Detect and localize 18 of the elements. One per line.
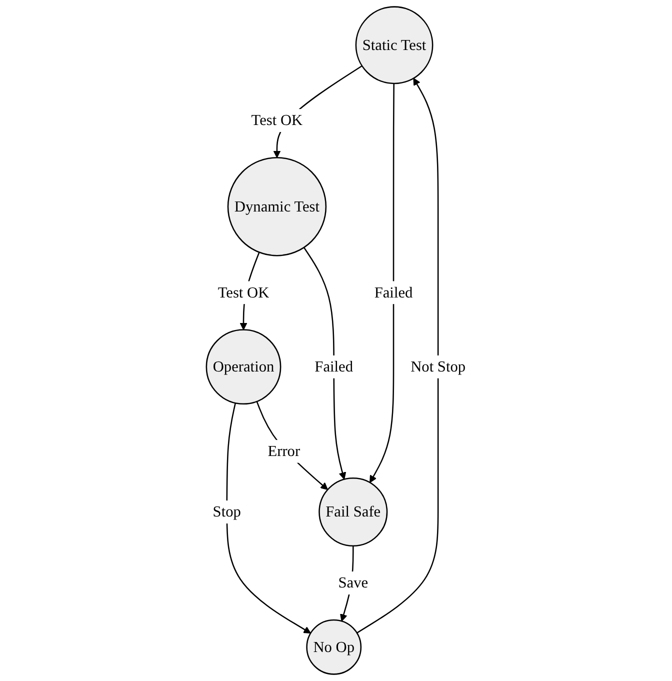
edge-label: Test OK [218, 284, 270, 301]
node-circle: Static Test [355, 6, 434, 84]
arrow [256, 401, 328, 490]
edge-label: Test OK [251, 112, 303, 129]
edge-label: Failed [374, 284, 413, 301]
arrow [356, 78, 439, 634]
edge-label: Stop [212, 503, 241, 520]
node-circle: No Op [306, 619, 362, 675]
arrow [226, 402, 311, 634]
node-circle: Operation [206, 329, 282, 405]
edge-label: Save [338, 574, 368, 592]
node-circle: Dynamic Test [227, 157, 327, 256]
edge-label: Failed [314, 358, 354, 375]
node-circle: Fail Safe [318, 477, 388, 546]
arrow [303, 247, 346, 480]
edge-label: Error [268, 442, 300, 460]
edge-label: Not Stop [410, 358, 466, 375]
arrow [370, 83, 395, 483]
